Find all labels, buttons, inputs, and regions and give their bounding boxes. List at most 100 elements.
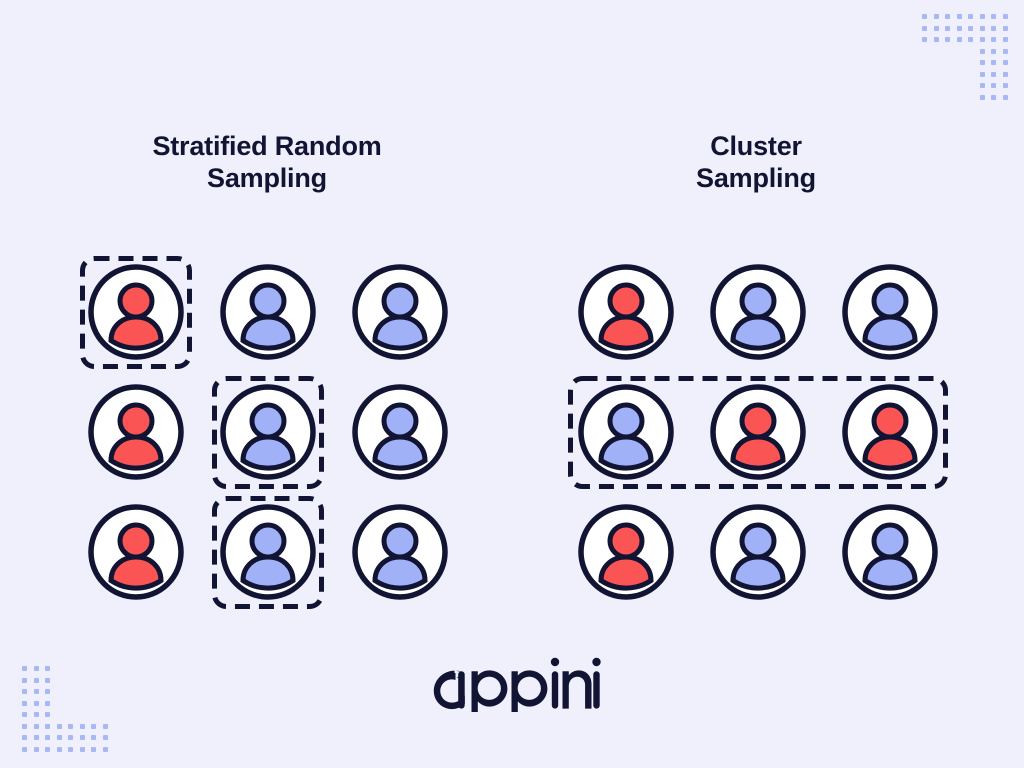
- decorative-dot: [945, 25, 950, 31]
- person-cell-stratified-r2c3[interactable]: [334, 372, 466, 492]
- decorative-dot: [45, 677, 50, 683]
- decorative-dot: [45, 735, 50, 740]
- decorative-dot: [1002, 14, 1008, 19]
- decorative-dot: [22, 666, 27, 671]
- person-cell-stratified-r3c1[interactable]: [70, 492, 202, 612]
- decorative-dot: [68, 735, 73, 740]
- decorative-dot: [102, 746, 108, 752]
- decorative-dot: [33, 735, 39, 740]
- panel-title-cluster: Cluster Sampling: [588, 131, 924, 195]
- decorative-dot: [68, 746, 73, 752]
- decorative-dot: [33, 689, 39, 694]
- decorative-dot: [45, 666, 50, 671]
- person-cell-cluster-r2c1[interactable]: [560, 372, 692, 492]
- person-cell-cluster-r3c1[interactable]: [560, 492, 692, 612]
- decorative-dot: [979, 83, 985, 88]
- person-icon: [352, 384, 448, 480]
- decorative-dot: [45, 746, 50, 752]
- decorative-dot: [968, 37, 973, 42]
- decorative-dot: [102, 735, 108, 740]
- decorative-dot: [22, 723, 27, 729]
- decorative-dot: [991, 37, 996, 42]
- decorative-dot: [1002, 48, 1008, 54]
- person-cell-stratified-r1c1[interactable]: [70, 252, 202, 372]
- person-icon: [220, 504, 316, 600]
- person-icon: [710, 504, 806, 600]
- person-cell-stratified-r3c2[interactable]: [202, 492, 334, 612]
- decorative-dot: [33, 746, 39, 752]
- decorative-dot: [991, 94, 996, 100]
- panel-title-stratified-line2: Sampling: [207, 162, 327, 193]
- decorative-dot: [91, 746, 96, 752]
- appinio-logo: [424, 656, 604, 712]
- decorative-dot: [45, 712, 50, 717]
- decorative-dot: [1002, 60, 1008, 65]
- decorative-dot: [22, 700, 27, 706]
- person-cell-cluster-r1c3[interactable]: [824, 252, 956, 372]
- decorative-dot: [979, 94, 985, 100]
- decorative-dot: [33, 666, 39, 671]
- person-icon: [842, 504, 938, 600]
- decorative-dot: [45, 723, 50, 729]
- person-icon: [710, 264, 806, 360]
- person-icon: [710, 384, 806, 480]
- decorative-dot: [45, 689, 50, 694]
- decorative-dot: [979, 37, 985, 42]
- decorative-dot: [1002, 25, 1008, 31]
- decorative-dot: [956, 37, 962, 42]
- decorative-dot: [968, 25, 973, 31]
- decorative-dot: [991, 48, 996, 54]
- decorative-dot: [991, 71, 996, 77]
- person-cell-stratified-r1c3[interactable]: [334, 252, 466, 372]
- decorative-dot: [991, 83, 996, 88]
- person-cell-cluster-r1c2[interactable]: [692, 252, 824, 372]
- person-cell-stratified-r3c3[interactable]: [334, 492, 466, 612]
- decorative-dot: [979, 60, 985, 65]
- decorative-dot: [945, 14, 950, 19]
- decorative-dot: [33, 700, 39, 706]
- decorative-dot: [45, 700, 50, 706]
- decorative-dot: [1002, 83, 1008, 88]
- decorative-dot: [979, 14, 985, 19]
- decorative-dot: [1002, 37, 1008, 42]
- decorative-dot: [956, 14, 962, 19]
- person-icon: [220, 384, 316, 480]
- decorative-dot: [22, 677, 27, 683]
- decorative-dot: [933, 14, 939, 19]
- decorative-dot: [56, 723, 62, 729]
- decorative-dot: [945, 37, 950, 42]
- person-cell-cluster-r2c2[interactable]: [692, 372, 824, 492]
- person-icon: [578, 264, 674, 360]
- person-cell-stratified-r2c2[interactable]: [202, 372, 334, 492]
- decorative-dot: [1002, 71, 1008, 77]
- person-cell-stratified-r1c2[interactable]: [202, 252, 334, 372]
- decorative-dot: [922, 14, 927, 19]
- decorative-dot: [33, 677, 39, 683]
- person-icon: [220, 264, 316, 360]
- decorative-dot: [102, 723, 108, 729]
- decorative-dot: [33, 712, 39, 717]
- person-icon: [578, 504, 674, 600]
- decorative-dot: [79, 723, 85, 729]
- panel-title-stratified-line1: Stratified Random: [152, 131, 382, 161]
- decorative-dot: [979, 71, 985, 77]
- decorative-dot: [922, 25, 927, 31]
- person-cell-stratified-r2c1[interactable]: [70, 372, 202, 492]
- person-icon: [578, 384, 674, 480]
- person-icon: [88, 504, 184, 600]
- decorative-dot: [22, 689, 27, 694]
- decorative-dot: [56, 735, 62, 740]
- person-cell-cluster-r3c2[interactable]: [692, 492, 824, 612]
- person-icon: [352, 264, 448, 360]
- decorative-dot: [91, 735, 96, 740]
- person-icon: [842, 264, 938, 360]
- decorative-dot: [979, 25, 985, 31]
- person-cell-cluster-r3c3[interactable]: [824, 492, 956, 612]
- decorative-dot: [22, 735, 27, 740]
- person-cell-cluster-r2c3[interactable]: [824, 372, 956, 492]
- person-grid-stratified: [70, 252, 466, 612]
- person-icon: [88, 264, 184, 360]
- decorative-dot: [79, 735, 85, 740]
- decorative-dot: [991, 14, 996, 19]
- person-cell-cluster-r1c1[interactable]: [560, 252, 692, 372]
